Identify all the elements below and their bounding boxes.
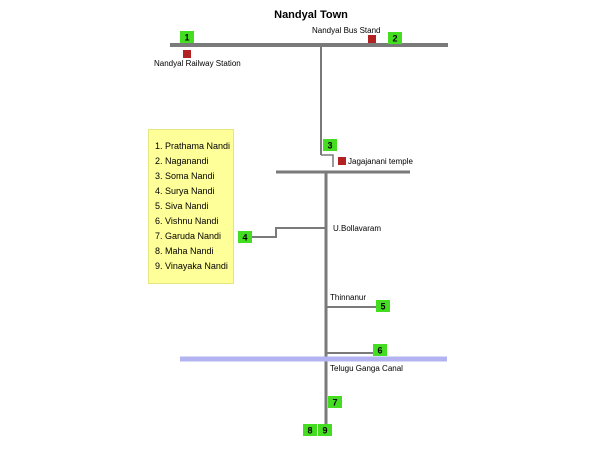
marker-4-number: 4: [242, 233, 247, 243]
canal-label: Telugu Ganga Canal: [330, 364, 403, 373]
legend-item-4: 4. Surya Nandi: [155, 186, 215, 196]
legend-item-5: 5. Siva Nandi: [155, 201, 209, 211]
marker-6: 6: [373, 344, 387, 356]
legend-item-7: 7. Garuda Nandi: [155, 231, 222, 241]
legend-item-8: 8. Maha Nandi: [155, 246, 214, 256]
legend-item-6: 6. Vishnu Nandi: [155, 216, 219, 226]
marker-5-number: 5: [380, 302, 385, 312]
marker-8: 8: [303, 424, 317, 436]
marker-3-number: 3: [327, 141, 332, 151]
marker-8-number: 8: [307, 426, 312, 436]
bus-stand-label: Nandyal Bus Stand: [312, 26, 381, 35]
marker-6-number: 6: [377, 346, 382, 356]
thinnanur-label: Thinnanur: [330, 293, 366, 302]
marker-1: 1: [180, 31, 194, 43]
bus-stand-marker: [368, 35, 376, 43]
railway-station-label: Nandyal Railway Station: [154, 59, 241, 68]
marker-2-number: 2: [392, 34, 397, 44]
temple-marker: [338, 157, 346, 165]
bollavaram-label: U.Bollavaram: [333, 224, 381, 233]
temple-label: Jagajanani temple: [348, 157, 413, 166]
marker-3: 3: [323, 139, 337, 151]
marker-9: 9: [318, 424, 332, 436]
legend-box: 1. Prathama Nandi 2. Naganandi 3. Soma N…: [148, 129, 234, 284]
marker-7-number: 7: [332, 398, 337, 408]
marker-9-number: 9: [322, 426, 327, 436]
roads: [170, 43, 448, 428]
marker-4: 4: [238, 231, 252, 243]
branch-road-4: [252, 227, 326, 238]
railway-station-marker: [183, 50, 191, 58]
legend-item-3: 3. Soma Nandi: [155, 171, 215, 181]
legend-item-1: 1. Prathama Nandi: [155, 141, 231, 151]
marker-1-number: 1: [184, 33, 189, 43]
marker-5: 5: [376, 300, 390, 312]
marker-2: 2: [388, 32, 402, 44]
marker-7: 7: [328, 396, 342, 408]
temple-path: [321, 154, 334, 167]
legend-item-2: 2. Naganandi: [155, 156, 209, 166]
map-title: Nandyal Town: [274, 9, 348, 21]
legend-item-9: 9. Vinayaka Nandi: [155, 261, 228, 271]
